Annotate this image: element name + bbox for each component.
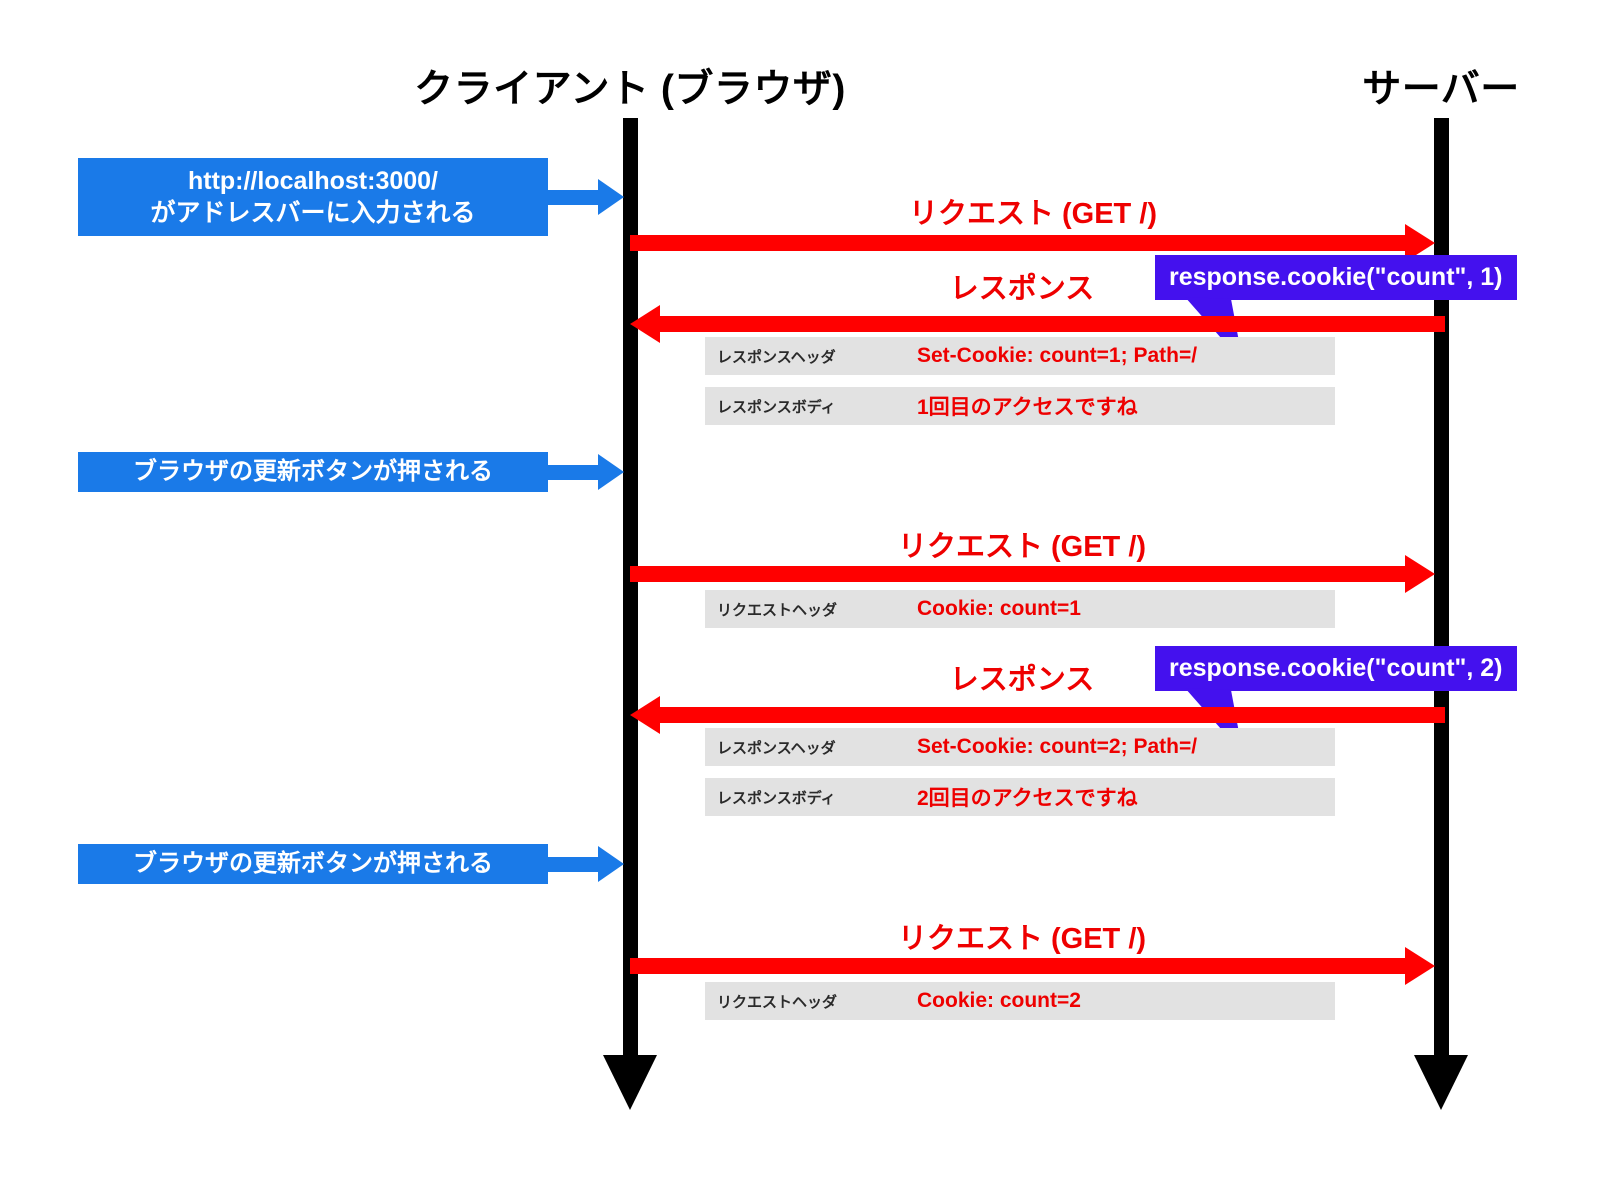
callout-response-cookie-1: response.cookie("count", 1): [1155, 255, 1517, 363]
message-arrow-req-3: [630, 947, 1435, 985]
detail-key-res-1-header: レスポンスヘッダ: [717, 348, 836, 366]
message-label-res-1: レスポンス: [949, 273, 1095, 305]
detail-value-res-1-header: Set-Cookie: count=1; Path=/: [917, 344, 1198, 367]
detail-key-res-1-body: レスポンスボディ: [717, 398, 836, 416]
event-reload-1-line-1: ブラウザの更新ボタンが押される: [133, 457, 493, 485]
lifeline-server: [1434, 118, 1449, 1058]
event-reload-1-box: ブラウザの更新ボタンが押される: [78, 452, 548, 492]
message-arrow-res-1: [630, 305, 1445, 343]
event-reload-2-arrow-icon: [548, 846, 624, 882]
event-reload-1-arrow-icon: [548, 454, 624, 490]
event-url-entered-line-2: がアドレスバーに入力される: [150, 199, 476, 227]
event-url-entered-arrow-icon: [548, 179, 624, 215]
event-reload-1: ブラウザの更新ボタンが押される: [78, 452, 624, 492]
lifeline-client-arrowhead-icon: [603, 1055, 657, 1110]
detail-key-res-2-body: レスポンスボディ: [717, 789, 836, 807]
event-reload-2-line-1: ブラウザの更新ボタンが押される: [133, 849, 493, 877]
event-url-entered: http://localhost:3000/ がアドレスバーに入力される: [78, 158, 624, 236]
event-reload-2-box: ブラウザの更新ボタンが押される: [78, 844, 548, 884]
detail-row-res-2-header: レスポンスヘッダ Set-Cookie: count=2; Path=/: [705, 728, 1335, 766]
message-label-req-3: リクエスト (GET /): [897, 923, 1147, 955]
detail-key-res-2-header: レスポンスヘッダ: [717, 739, 836, 757]
message-arrow-req-2: [630, 555, 1435, 593]
detail-value-req-3-header: Cookie: count=2: [917, 989, 1081, 1012]
detail-value-res-2-header: Set-Cookie: count=2; Path=/: [917, 735, 1198, 758]
detail-value-res-2-body: 2回目のアクセスですね: [917, 787, 1138, 810]
event-url-entered-box: http://localhost:3000/ がアドレスバーに入力される: [78, 158, 548, 236]
detail-row-req-3-header: リクエストヘッダ Cookie: count=2: [705, 982, 1335, 1020]
detail-row-res-1-header: レスポンスヘッダ Set-Cookie: count=1; Path=/: [705, 337, 1335, 375]
message-label-res-2: レスポンス: [949, 664, 1095, 696]
detail-key-req-3-header: リクエストヘッダ: [717, 993, 838, 1011]
event-url-entered-line-1: http://localhost:3000/: [187, 167, 439, 195]
message-arrow-res-2: [630, 696, 1445, 734]
detail-value-res-1-body: 1回目のアクセスですね: [917, 396, 1138, 419]
actor-label-client: クライアント (ブラウザ): [414, 68, 846, 111]
lifeline-server-arrowhead-icon: [1414, 1055, 1468, 1110]
detail-value-req-2-header: Cookie: count=1: [917, 597, 1081, 620]
callout-response-cookie-1-text: response.cookie("count", 1): [1155, 255, 1517, 300]
detail-row-res-2-body: レスポンスボディ 2回目のアクセスですね: [705, 778, 1335, 816]
detail-row-req-2-header: リクエストヘッダ Cookie: count=1: [705, 590, 1335, 628]
event-reload-2: ブラウザの更新ボタンが押される: [78, 844, 624, 884]
callout-response-cookie-2-text: response.cookie("count", 2): [1155, 646, 1517, 691]
message-label-req-2: リクエスト (GET /): [897, 531, 1147, 563]
callout-response-cookie-2: response.cookie("count", 2): [1155, 646, 1517, 754]
message-label-req-1: リクエスト (GET /): [908, 198, 1158, 230]
actor-label-server: サーバー: [1362, 68, 1520, 111]
lifeline-client: [623, 118, 638, 1058]
detail-key-req-2-header: リクエストヘッダ: [717, 601, 838, 619]
detail-row-res-1-body: レスポンスボディ 1回目のアクセスですね: [705, 387, 1335, 425]
